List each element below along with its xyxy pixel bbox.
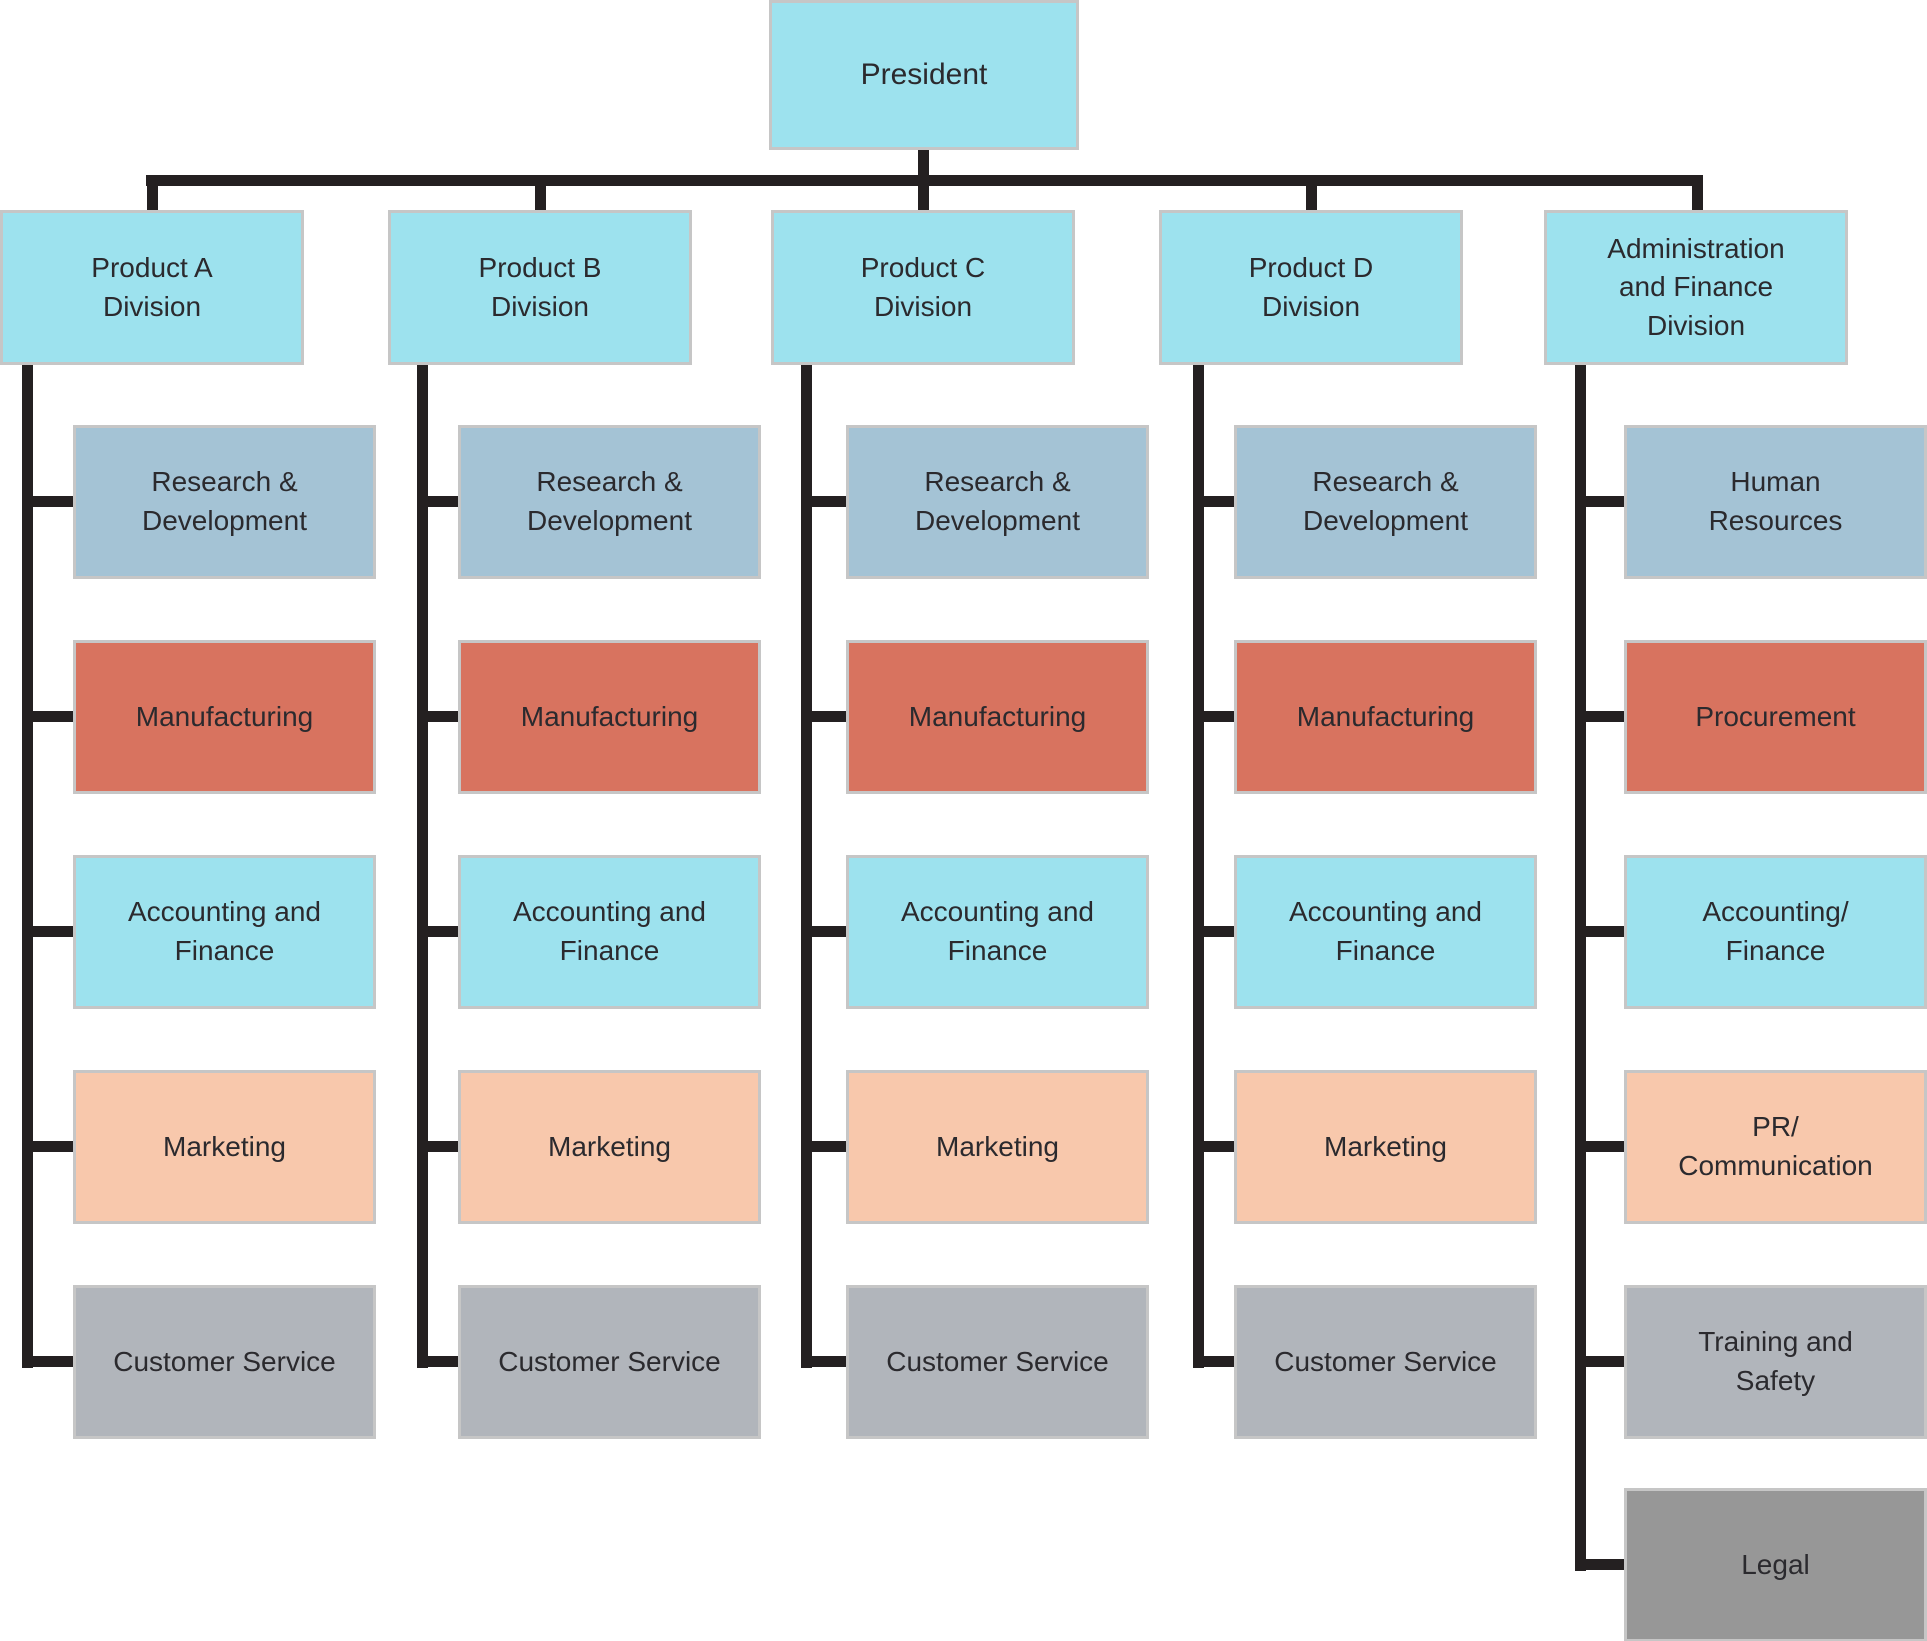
department-stub-line — [1193, 1141, 1242, 1152]
column-spine-line — [1575, 363, 1586, 1571]
department-box: Accounting and Finance — [846, 855, 1149, 1009]
department-box: Marketing — [73, 1070, 376, 1224]
division-stub-line — [535, 182, 546, 212]
department-box: Marketing — [846, 1070, 1149, 1224]
department-box: Accounting and Finance — [458, 855, 761, 1009]
department-stub-line — [801, 1141, 854, 1152]
president-drop-line — [918, 147, 929, 181]
department-stub-line — [417, 711, 466, 722]
department-stub-line — [1575, 1559, 1632, 1570]
department-stub-line — [1575, 711, 1632, 722]
department-stub-line — [1193, 496, 1242, 507]
division-box: Product D Division — [1159, 210, 1463, 365]
department-box: Manufacturing — [846, 640, 1149, 794]
column-spine-line — [801, 363, 812, 1368]
department-stub-line — [1193, 1356, 1242, 1367]
department-box: Accounting and Finance — [1234, 855, 1537, 1009]
department-box: Marketing — [1234, 1070, 1537, 1224]
department-stub-line — [1575, 496, 1632, 507]
department-stub-line — [417, 1356, 466, 1367]
department-stub-line — [22, 496, 81, 507]
department-box: Manufacturing — [1234, 640, 1537, 794]
department-box: Training and Safety — [1624, 1285, 1927, 1439]
department-box: Research & Development — [458, 425, 761, 579]
division-box: Product B Division — [388, 210, 692, 365]
department-stub-line — [801, 711, 854, 722]
department-box: Research & Development — [73, 425, 376, 579]
department-stub-line — [1193, 711, 1242, 722]
department-box: PR/ Communication — [1624, 1070, 1927, 1224]
department-box: Customer Service — [1234, 1285, 1537, 1439]
department-stub-line — [22, 926, 81, 937]
department-box: Customer Service — [458, 1285, 761, 1439]
department-box: Accounting/ Finance — [1624, 855, 1927, 1009]
department-stub-line — [1575, 1356, 1632, 1367]
department-box: Customer Service — [846, 1285, 1149, 1439]
division-box: Product A Division — [0, 210, 304, 365]
department-stub-line — [1575, 926, 1632, 937]
department-stub-line — [417, 496, 466, 507]
department-stub-line — [1575, 1141, 1632, 1152]
column-spine-line — [22, 363, 33, 1368]
division-box: Administration and Finance Division — [1544, 210, 1848, 365]
department-box: Accounting and Finance — [73, 855, 376, 1009]
department-box: Research & Development — [846, 425, 1149, 579]
department-stub-line — [1193, 926, 1242, 937]
department-box: Manufacturing — [458, 640, 761, 794]
department-stub-line — [801, 496, 854, 507]
department-stub-line — [801, 926, 854, 937]
department-box: Legal — [1624, 1488, 1927, 1641]
division-stub-line — [918, 182, 929, 212]
column-spine-line — [1193, 363, 1204, 1368]
division-stub-line — [1306, 182, 1317, 212]
department-box: Research & Development — [1234, 425, 1537, 579]
department-box: Procurement — [1624, 640, 1927, 794]
department-stub-line — [22, 711, 81, 722]
department-box: Manufacturing — [73, 640, 376, 794]
department-box: Customer Service — [73, 1285, 376, 1439]
division-rail-line — [146, 175, 1703, 186]
division-stub-line — [147, 182, 158, 212]
division-stub-line — [1692, 182, 1703, 212]
division-box: Product C Division — [771, 210, 1075, 365]
department-stub-line — [801, 1356, 854, 1367]
department-box: Marketing — [458, 1070, 761, 1224]
org-node-president: President — [769, 0, 1079, 150]
column-spine-line — [417, 363, 428, 1368]
department-stub-line — [22, 1141, 81, 1152]
department-box: Human Resources — [1624, 425, 1927, 579]
department-stub-line — [417, 1141, 466, 1152]
department-stub-line — [22, 1356, 81, 1367]
department-stub-line — [417, 926, 466, 937]
